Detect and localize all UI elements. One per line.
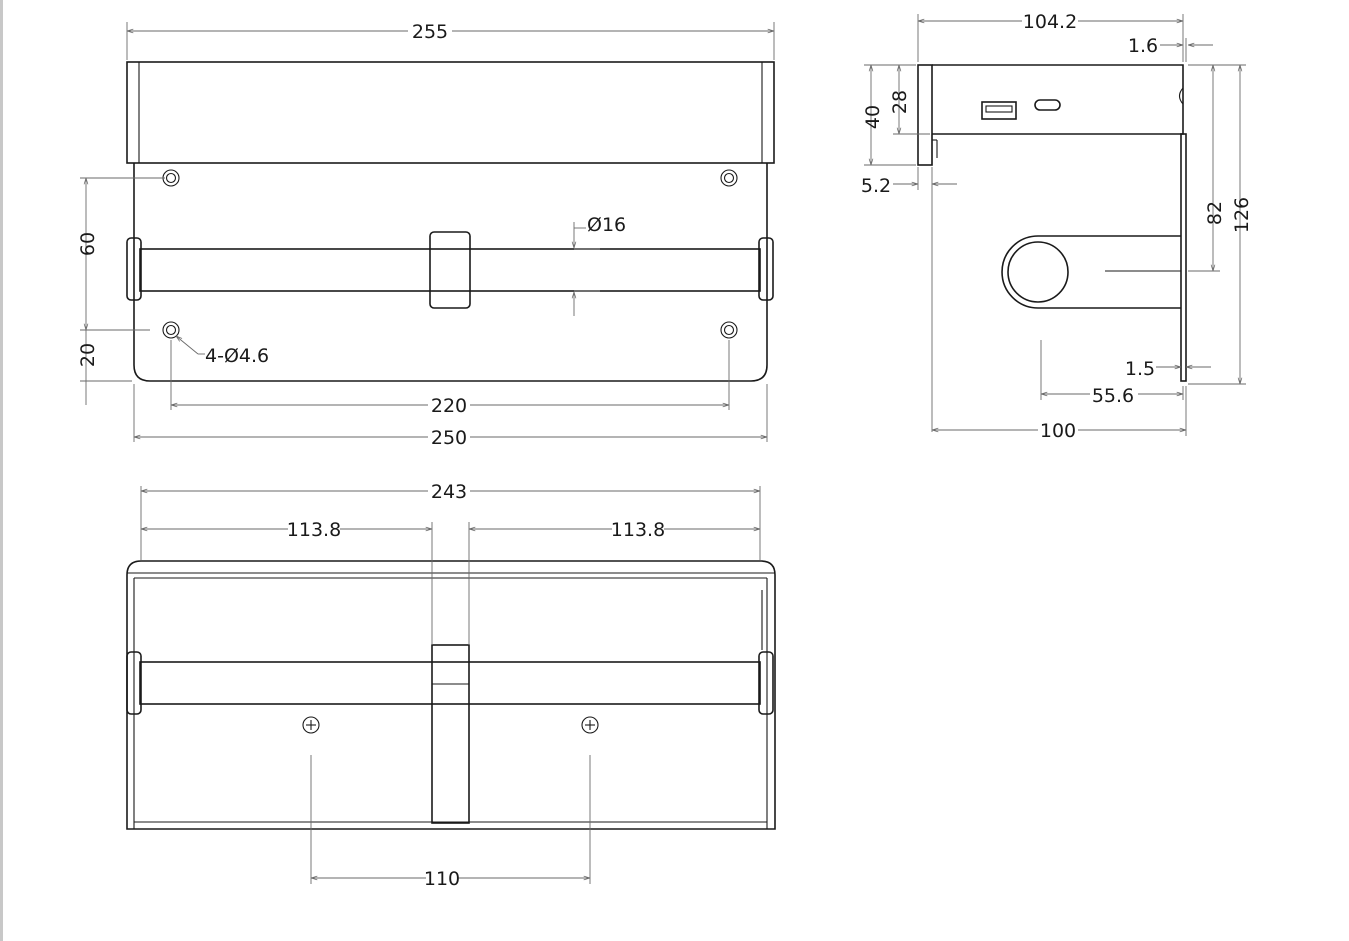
screw bbox=[581, 716, 599, 734]
dim-113-8-left: 113.8 bbox=[287, 519, 341, 541]
window-edge bbox=[0, 0, 3, 941]
mounting-hole bbox=[720, 321, 738, 339]
usb-a-port bbox=[981, 101, 1017, 120]
mounting-hole bbox=[162, 321, 180, 339]
dim-1-5: 1.5 bbox=[1125, 358, 1155, 380]
dim-126: 126 bbox=[1231, 197, 1253, 233]
dim-104-2: 104.2 bbox=[1023, 11, 1077, 33]
dim-55-6: 55.6 bbox=[1092, 385, 1134, 407]
side-view: 104.2 1.6 40 28 5.2 82 126 1.5 bbox=[861, 11, 1253, 442]
roll-bar-bottom bbox=[126, 644, 774, 824]
dim-diameter-16: Ø16 bbox=[587, 214, 626, 236]
dim-20: 20 bbox=[77, 343, 99, 367]
front-view: 255 60 20 Ø16 4-Ø4.6 220 250 bbox=[77, 21, 775, 449]
mounting-hole bbox=[162, 169, 180, 187]
roll-arm bbox=[1001, 235, 1181, 309]
dim-110: 110 bbox=[424, 868, 460, 890]
usb-c-port bbox=[1034, 99, 1061, 111]
dim-250: 250 bbox=[431, 427, 467, 449]
mounting-hole bbox=[720, 169, 738, 187]
screw bbox=[302, 716, 320, 734]
dim-40: 40 bbox=[862, 105, 884, 129]
dim-60: 60 bbox=[77, 232, 99, 256]
dim-255: 255 bbox=[412, 21, 448, 43]
dim-5-2: 5.2 bbox=[861, 175, 891, 197]
dim-113-8-right: 113.8 bbox=[611, 519, 665, 541]
dim-holes: 4-Ø4.6 bbox=[205, 345, 269, 367]
dim-220: 220 bbox=[431, 395, 467, 417]
dim-243: 243 bbox=[431, 481, 467, 503]
bottom-view: 243 113.8 113.8 110 bbox=[126, 481, 776, 890]
dim-82: 82 bbox=[1204, 201, 1226, 225]
dim-28: 28 bbox=[889, 90, 911, 114]
dim-1-6: 1.6 bbox=[1128, 35, 1158, 57]
dim-100: 100 bbox=[1040, 420, 1076, 442]
roll-bar bbox=[126, 231, 774, 309]
